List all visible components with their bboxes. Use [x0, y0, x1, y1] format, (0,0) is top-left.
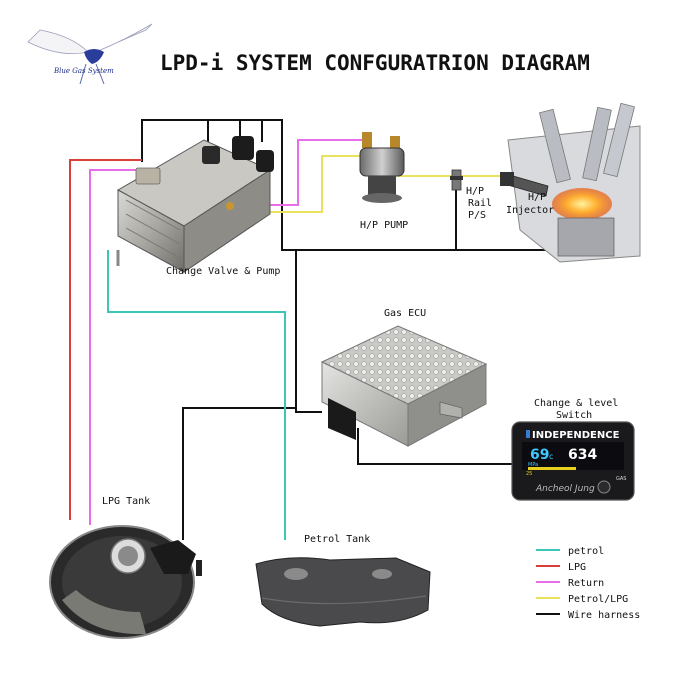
switch-pressure-value: 634: [568, 447, 597, 463]
switch-pressure-unit: MPa: [528, 462, 538, 468]
petrol-tank-label: Petrol Tank: [304, 534, 370, 545]
rail-ps-label-3: P/S: [468, 210, 486, 221]
legend-label-4: Wire harness: [568, 610, 640, 621]
logo-text: Blue Gas System: [53, 67, 114, 75]
switch-level-value: 25: [526, 471, 532, 477]
rail-ps-label-1: H/P: [466, 186, 484, 197]
change-valve-label: Change Valve & Pump: [166, 266, 280, 277]
change-level-switch: INDEPENDENCE 69 c MPa 634 25 Ancheol Jun…: [511, 421, 635, 501]
switch-label-2: Switch: [556, 410, 592, 421]
switch-temp-value: 69: [530, 447, 549, 463]
legend-label-2: Return: [568, 578, 604, 589]
lpg-tank-label: LPG Tank: [102, 496, 150, 507]
switch-fuel-label: GAS: [616, 476, 626, 482]
petrol-line: [107, 250, 286, 540]
petrol-tank: [255, 557, 431, 627]
blue-gas-logo: Blue Gas System: [27, 23, 153, 85]
switch-temp-unit: c: [549, 452, 553, 461]
lpg-tank: [49, 525, 202, 639]
switch-button[interactable]: [597, 480, 611, 494]
hp-pump: [359, 132, 405, 203]
lpg-line: [69, 159, 142, 520]
engine-cylinder: [500, 102, 641, 263]
gas-ecu-label: Gas ECU: [384, 308, 426, 319]
hp-pump-label: H/P PUMP: [360, 220, 408, 231]
return-line: [89, 139, 366, 525]
injector-label-2: Injector: [506, 205, 554, 216]
rail-pressure-sensor: [450, 169, 463, 191]
switch-signature: Ancheol Jung: [535, 484, 595, 494]
injector-label-1: H/P: [528, 192, 546, 203]
page-title: LPD-i SYSTEM CONFGURATRION DIAGRAM: [160, 51, 590, 75]
switch-brand: INDEPENDENCE: [532, 430, 620, 441]
legend-label-3: Petrol/LPG: [568, 594, 628, 605]
switch-label-1: Change & level: [534, 398, 618, 409]
rail-ps-label-2: Rail: [468, 198, 492, 209]
legend-label-0: petrol: [568, 546, 604, 557]
wire-harness-lines: [141, 119, 552, 540]
gas-ecu: [320, 325, 488, 447]
change-valve-pump: [116, 136, 274, 273]
legend-label-1: LPG: [568, 562, 586, 573]
